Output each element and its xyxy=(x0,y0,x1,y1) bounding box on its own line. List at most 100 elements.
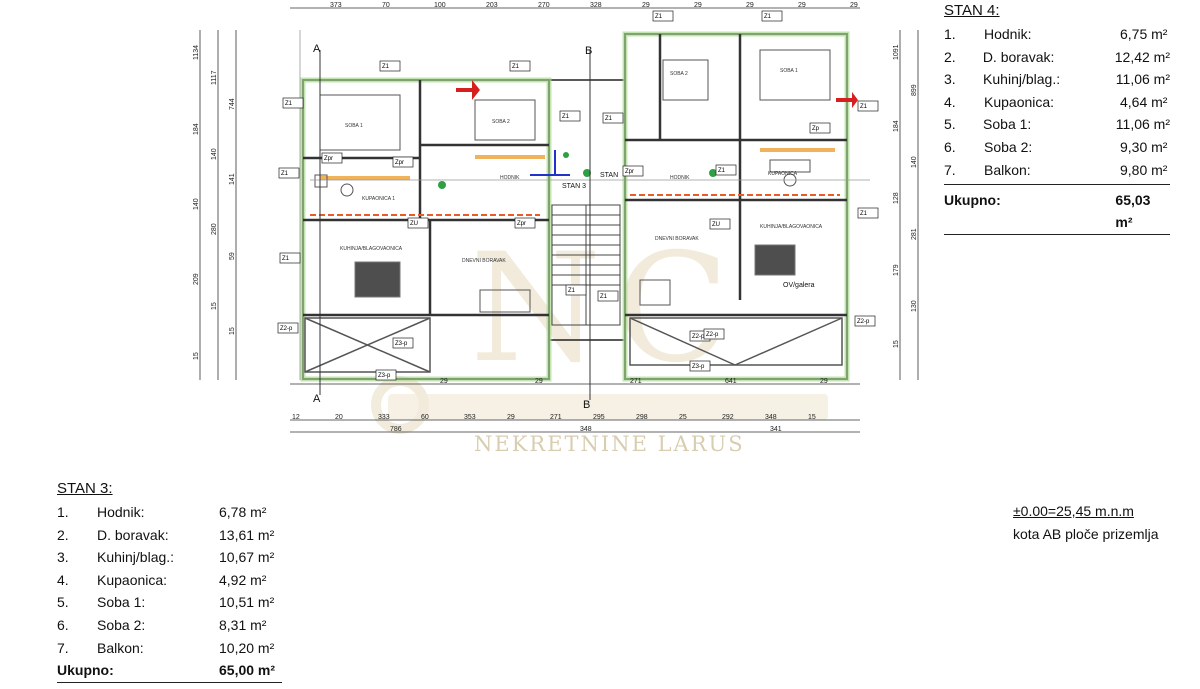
room-label-boravak-left: DNEVNI BORAVAK xyxy=(462,258,506,264)
stan4-room-row: 1.Hodnik:6,75 m² xyxy=(944,23,1170,46)
dimension-label: 270 xyxy=(538,2,550,9)
stan3-room-area: 10,51 m² xyxy=(219,594,275,611)
window-tag-label: Z3-p xyxy=(692,364,705,370)
dimension-label: 29 xyxy=(440,378,448,385)
dimension-label: 128 xyxy=(893,192,900,204)
stan3-room-name: Hodnik: xyxy=(97,504,145,520)
stan3-room-number: 2. xyxy=(57,526,69,543)
stan3-room-area: 6,78 m² xyxy=(219,504,267,520)
stan4-room-area: 11,06 m² xyxy=(1115,116,1170,133)
window-tag-label: Z1 xyxy=(860,104,868,110)
dimension-label: 373 xyxy=(330,2,342,9)
window-tag-label: Z1 xyxy=(512,64,520,70)
stan3-title: STAN 3: xyxy=(57,480,113,497)
dimension-label: 271 xyxy=(550,414,562,421)
watermark-logo: N C xyxy=(371,222,828,434)
window-tag-label: Zpr xyxy=(517,221,526,227)
window-tag-label: Zpr xyxy=(324,156,333,162)
stan4-room-area: 12,42 m² xyxy=(1114,48,1170,65)
stan4-total-label: Ukupno: xyxy=(944,192,1001,209)
dimension-label: 184 xyxy=(893,120,900,132)
stan4-room-row: 4.Kupaonica:4,64 m² xyxy=(944,91,1170,114)
stan3-total-label: Ukupno: xyxy=(57,662,114,679)
room-label-soba1-left: SOBA 1 xyxy=(345,123,363,129)
window-tag: Z1 xyxy=(565,284,587,296)
dimension-label: 15 xyxy=(893,340,900,348)
entry-arrows xyxy=(456,80,858,108)
dimension-label: 141 xyxy=(229,173,236,185)
dimension-label: 29 xyxy=(694,2,702,9)
balconies xyxy=(304,317,843,373)
window-tag-label: ZU xyxy=(712,222,720,228)
stan3-room-area: 10,67 m² xyxy=(219,549,275,566)
dimension-label: 203 xyxy=(486,2,498,9)
dimension-label: 348 xyxy=(580,426,592,433)
dimension-label: 184 xyxy=(193,123,200,135)
dimension-label: 29 xyxy=(642,2,650,9)
dimension-label: 15 xyxy=(808,414,816,421)
dimension-label: 328 xyxy=(590,2,602,9)
stan4-total-underline xyxy=(944,234,1170,236)
stan4-total-area: 65,03 m² xyxy=(1115,192,1151,231)
dimension-lines xyxy=(199,7,919,433)
window-tag: Zpr xyxy=(321,152,343,164)
stan3-room-row: 5.Soba 1:10,51 m² xyxy=(57,591,282,614)
dimension-label: 209 xyxy=(193,273,200,285)
stan3-room-number: 7. xyxy=(57,639,69,656)
window-tag-label: Z1 xyxy=(382,64,390,70)
elevation-note-line1: ±0.00=25,45 m.n.m xyxy=(1013,503,1134,519)
window-tag-label: Z2-p xyxy=(706,332,719,338)
stan3-room-area: 4,92 m² xyxy=(219,571,267,588)
stan4-divider xyxy=(944,184,1170,186)
window-tag: Zpr xyxy=(392,156,414,168)
window-tag-label: Z2-p xyxy=(692,334,705,340)
stan4-title: STAN 4: xyxy=(944,2,1000,19)
dimension-label: 25 xyxy=(679,414,687,421)
stan4-room-number: 1. xyxy=(944,26,956,42)
window-tag: Zpr xyxy=(514,217,536,229)
window-tag: Z3-p xyxy=(689,360,711,372)
room-label-kuhinja-left: KUHINJA/BLAGOVAONICA xyxy=(340,246,403,252)
dimension-label: 140 xyxy=(211,148,218,160)
window-tag-label: Z1 xyxy=(764,14,772,20)
stan3-room-row: 2.D. boravak:13,61 m² xyxy=(57,524,282,547)
dimension-label: 70 xyxy=(382,2,390,9)
stan4-total-row: Ukupno: 65,03 m² xyxy=(944,189,1170,233)
building-outline xyxy=(300,31,850,382)
stan3-room-row: 3.Kuhinj/blag.:10,67 m² xyxy=(57,546,282,569)
window-tag: Z3-p xyxy=(392,337,414,349)
stan3-room-name: Kupaonica: xyxy=(97,571,168,588)
window-tag: Z1 xyxy=(652,10,674,22)
dimension-label: 280 xyxy=(211,223,218,235)
stan4-room-row: 7.Balkon:9,80 m² xyxy=(944,159,1170,182)
svg-text:N: N xyxy=(470,222,601,396)
stan4-room-area: 9,30 m² xyxy=(1120,138,1168,155)
dimension-label: 744 xyxy=(229,98,236,110)
dimension-label: 15 xyxy=(193,352,200,360)
stan3-room-number: 6. xyxy=(57,616,69,633)
interior-walls-right xyxy=(625,34,847,317)
dimension-label: 29 xyxy=(850,2,858,9)
stan4-room-name: Soba 2: xyxy=(984,138,1033,155)
stan4-room-area: 6,75 m² xyxy=(1120,26,1168,42)
window-tag: Zp xyxy=(809,122,831,134)
window-tag-label: Zpr xyxy=(395,160,404,166)
window-tag-label: Z1 xyxy=(605,116,613,122)
level-markers xyxy=(438,152,717,189)
dimension-label: 140 xyxy=(911,156,918,168)
stan3-room-area: 10,20 m² xyxy=(219,639,275,656)
stan3-room-name: Soba 2: xyxy=(97,616,146,633)
stan3-room-row: 4.Kupaonica:4,92 m² xyxy=(57,569,282,592)
stan3-room-row: 6.Soba 2:8,31 m² xyxy=(57,614,282,637)
stan3-total-row: Ukupno: 65,00 m² xyxy=(57,659,282,681)
window-tag: Z1 xyxy=(379,60,401,72)
window-tag: Zpr xyxy=(622,165,644,177)
stan3-plan-label: STAN 3 xyxy=(562,183,586,190)
dimension-label: 353 xyxy=(464,414,476,421)
